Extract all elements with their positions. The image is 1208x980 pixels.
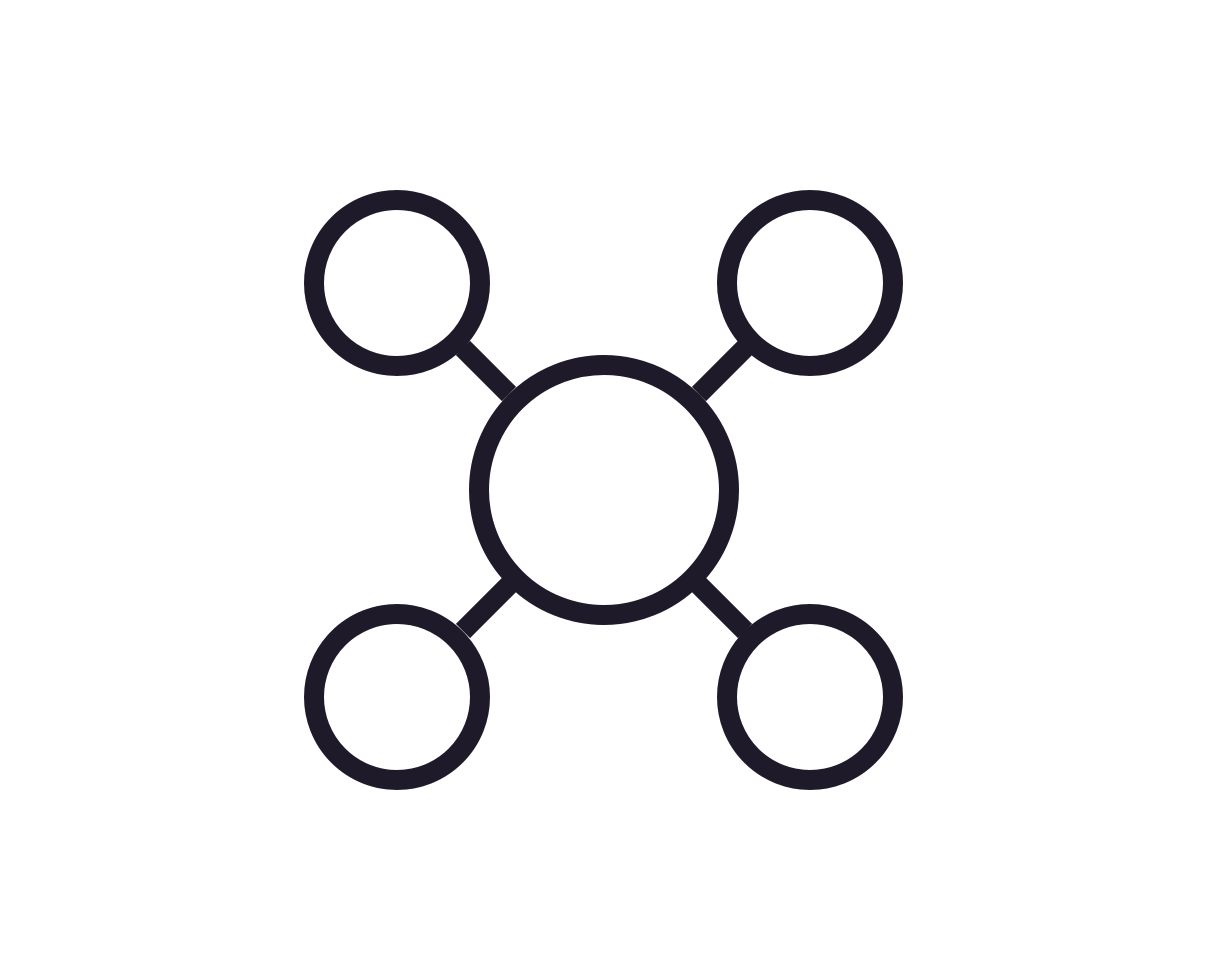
connector-bottom-right bbox=[691, 577, 753, 639]
top-left-node bbox=[304, 190, 490, 376]
connector-top-left bbox=[455, 340, 517, 402]
connector-bottom-left bbox=[455, 577, 517, 639]
top-right-node bbox=[717, 190, 903, 376]
center-node bbox=[469, 355, 739, 625]
bottom-right-node bbox=[717, 604, 903, 790]
bottom-left-node bbox=[304, 604, 490, 790]
connector-top-right bbox=[691, 340, 753, 402]
